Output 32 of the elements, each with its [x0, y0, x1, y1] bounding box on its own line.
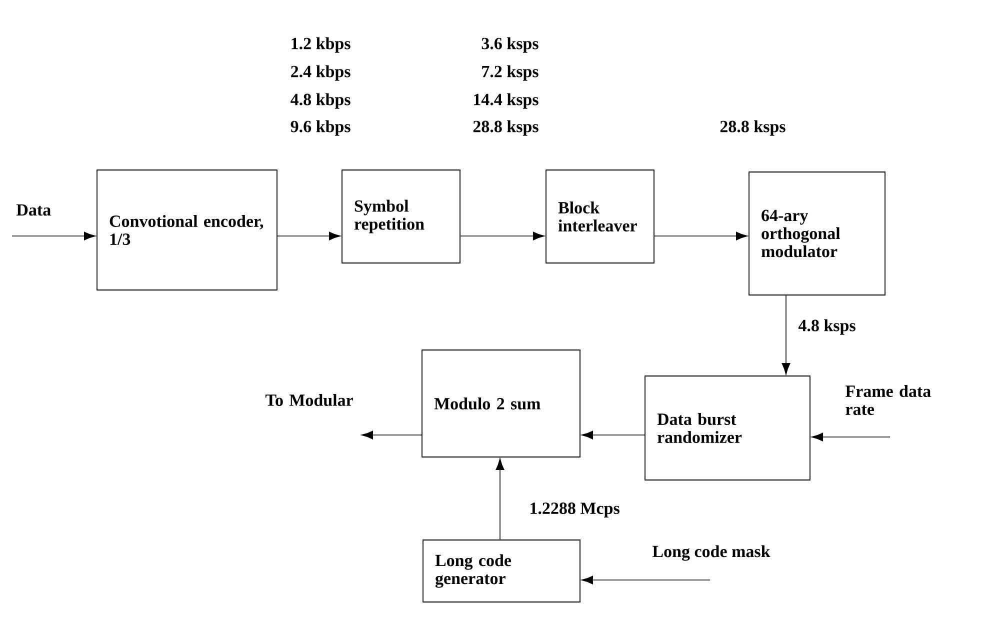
- arrow: [654, 232, 748, 240]
- rate-label: 2.4 kbps: [291, 65, 350, 81]
- arrow: [581, 576, 710, 584]
- arrow: [12, 232, 96, 240]
- edge-label: Data: [16, 204, 51, 216]
- edge-label: Frame data rate: [846, 385, 931, 415]
- arrow: [361, 430, 422, 440]
- arrow: [811, 432, 890, 442]
- rate-label: 28.8 ksps: [473, 120, 538, 136]
- rate-label: 28.8 ksps: [720, 120, 786, 136]
- process-box: Symbol repetition: [342, 170, 460, 264]
- process-box: Modulo 2 sum: [422, 350, 580, 458]
- process-box: 64-ary orthogonal modulator: [748, 172, 886, 296]
- edge-label: Long code mask: [652, 545, 770, 561]
- rate-label: 3.6 ksps: [482, 37, 538, 53]
- arrow: [496, 458, 504, 540]
- arrow: [782, 294, 790, 375]
- rate-label: 4.8 kbps: [290, 93, 350, 109]
- process-box: Block interleaver: [546, 170, 654, 264]
- arrow: [581, 430, 646, 440]
- arrow: [460, 232, 545, 240]
- edge-label: To Modular: [265, 394, 353, 406]
- edge-label: 4.8 ksps: [798, 319, 856, 335]
- arrow: [276, 232, 341, 240]
- rate-label: 9.6 kbps: [290, 120, 350, 136]
- rate-label: 7.2 ksps: [482, 65, 538, 81]
- edge-label: 1.2288 Mcps: [530, 502, 620, 518]
- process-box: Convotional encoder, 1/3: [96, 170, 278, 290]
- rate-label: 14.4 ksps: [474, 93, 538, 109]
- process-box: Data burst randomizer: [644, 376, 810, 480]
- process-box: Long code generator: [422, 540, 580, 602]
- rate-label: 1.2 kbps: [292, 37, 350, 53]
